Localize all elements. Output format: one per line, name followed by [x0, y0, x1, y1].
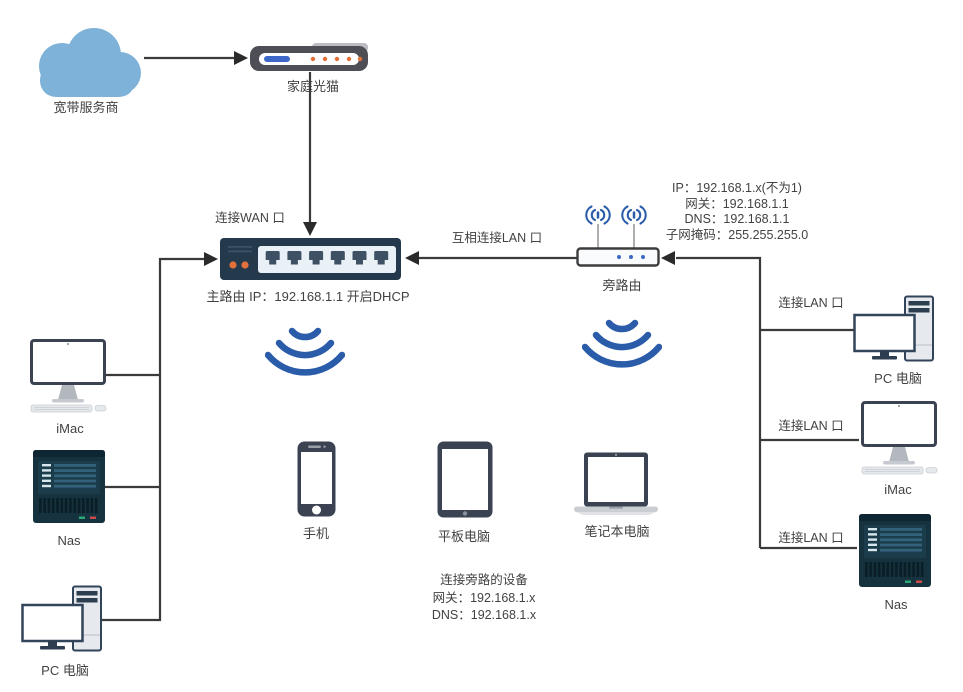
side-clients-gateway: 网关：192.168.1.x — [432, 590, 536, 605]
laptop-label: 笔记本电脑 — [584, 524, 650, 539]
side-router-netmask: 子网掩码：255.255.255.0 — [665, 227, 809, 242]
phone-label: 手机 — [302, 526, 330, 541]
arrow-into-main-router-right — [405, 251, 419, 265]
pc-right-icon[interactable] — [853, 295, 935, 365]
phone-icon[interactable] — [297, 441, 336, 517]
pc-left-icon[interactable] — [21, 585, 103, 655]
main-router-caption: 主路由 IP：192.168.1.1 开启DHCP — [206, 289, 410, 304]
tablet-label: 平板电脑 — [437, 529, 491, 544]
lan-port-note-1: 连接LAN 口 — [778, 296, 844, 310]
pc-right-label: PC 电脑 — [874, 371, 922, 386]
side-clients-title: 连接旁路的设备 — [440, 573, 528, 587]
nas-right-label: Nas — [884, 597, 908, 612]
nas-left-icon[interactable] — [33, 450, 105, 524]
imac-left-label: iMac — [56, 421, 84, 436]
modem-icon[interactable] — [250, 43, 370, 72]
side-router-icon[interactable] — [576, 203, 660, 267]
mutual-lan-note: 互相连接LAN 口 — [451, 231, 543, 245]
side-router-config: IP：192.168.1.x(不为1) 网关：192.168.1.1 DNS：1… — [666, 181, 808, 243]
lan-port-note-3: 连接LAN 口 — [778, 531, 844, 545]
lan-port-note-2: 连接LAN 口 — [778, 419, 844, 433]
wire-left-trunk — [99, 257, 205, 622]
isp-cloud-icon[interactable] — [28, 26, 146, 98]
side-clients-dns: DNS：192.168.1.x — [431, 608, 537, 622]
nas-left-label: Nas — [57, 533, 81, 548]
arrow-into-side-router — [661, 251, 675, 265]
imac-left-icon[interactable] — [30, 339, 108, 413]
side-router-label: 旁路由 — [602, 278, 642, 293]
nas-right-icon[interactable] — [859, 514, 931, 588]
side-clients-note: 连接旁路的设备 网关：192.168.1.x DNS：192.168.1.x — [432, 572, 536, 625]
wifi-signal-icon-left — [265, 325, 345, 377]
side-router-gateway: 网关：192.168.1.1 — [685, 196, 789, 211]
isp-cloud-label: 宽带服务商 — [53, 100, 119, 115]
imac-right-icon[interactable] — [861, 401, 939, 475]
pc-left-label: PC 电脑 — [41, 663, 89, 678]
imac-right-label: iMac — [884, 482, 912, 497]
arrow-into-main-router-top — [303, 222, 317, 236]
wan-port-note: 连接WAN 口 — [215, 211, 285, 225]
laptop-icon[interactable] — [574, 452, 658, 516]
side-router-dns: DNS：192.168.1.1 — [684, 212, 790, 226]
arrow-into-modem — [234, 51, 248, 65]
tablet-icon[interactable] — [437, 441, 493, 518]
main-router-icon[interactable] — [220, 238, 401, 280]
wire-right-trunk — [676, 256, 762, 548]
wifi-signal-icon-right — [582, 317, 662, 369]
modem-label: 家庭光猫 — [286, 79, 340, 94]
arrow-into-main-router-left — [204, 252, 218, 266]
side-router-ip: IP：192.168.1.x(不为1) — [672, 181, 802, 195]
